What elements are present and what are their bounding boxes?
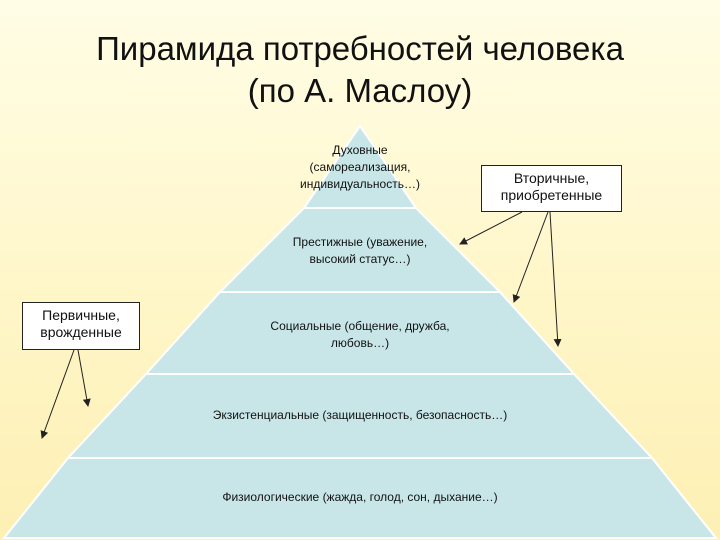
slide-title: Пирамида потребностей человека (по А. Ма… [0, 28, 720, 112]
arrow-secondary-to-social [512, 211, 549, 303]
arrow-primary-to-existential [77, 349, 91, 407]
slide-title-line-2: (по А. Маслоу) [247, 72, 473, 109]
arrow-secondary-to-prestige [459, 211, 523, 245]
pyramid-level-3-label: Социальные (общение, дружба, любовь…) [270, 319, 450, 350]
pyramid-level-5-shape [1, 457, 719, 539]
callout-secondary-acquired: Вторичные, приобретенные [481, 165, 622, 212]
pyramid-level-4-label: Экзистенциальные (защищенность, безопасн… [212, 408, 508, 422]
pyramid-level-5-label: Физиологические (жажда, голод, сон, дыха… [222, 490, 498, 504]
callout-primary-innate: Первичные, врожденные [22, 302, 140, 350]
slide-title-line-1: Пирамида потребностей человека [96, 30, 624, 67]
arrow-secondary-to-social-edge [549, 211, 562, 347]
pyramid-level-2-label: Престижные (уважение, высокий статус…) [292, 235, 428, 266]
pyramid-level-1-label: Духовные (самореализация, индивидуальнос… [300, 143, 420, 191]
arrow-primary-to-physiological [40, 349, 75, 439]
